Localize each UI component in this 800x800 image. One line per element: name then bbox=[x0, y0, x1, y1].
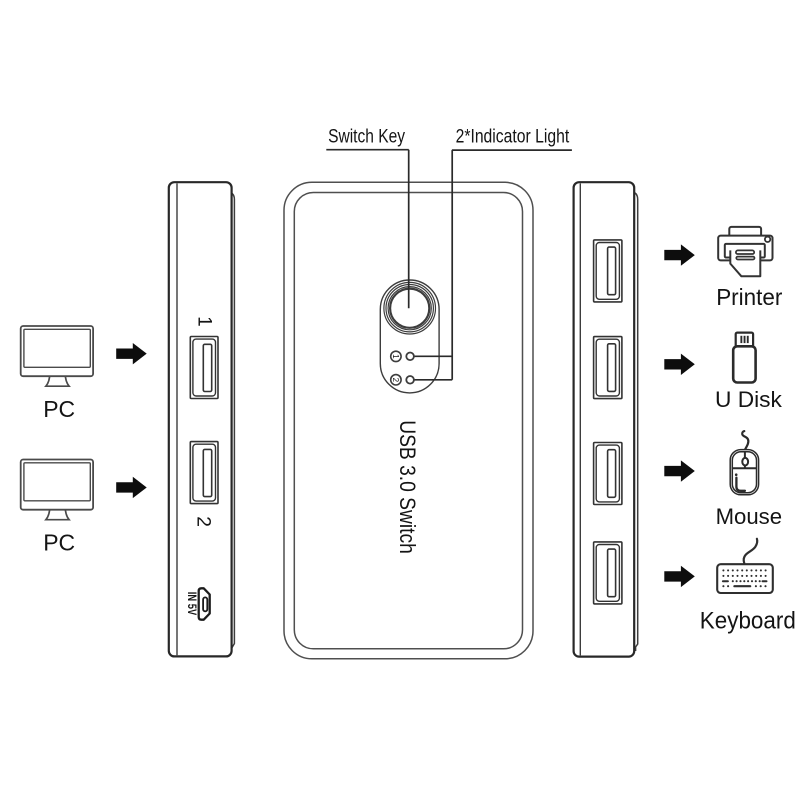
svg-text:2*Indicator Light: 2*Indicator Light bbox=[456, 127, 570, 148]
svg-text:Switch Key: Switch Key bbox=[328, 127, 405, 148]
svg-text:1: 1 bbox=[391, 354, 400, 359]
svg-text:PC: PC bbox=[43, 530, 75, 556]
svg-text:1: 1 bbox=[194, 316, 215, 327]
svg-text:Keyboard: Keyboard bbox=[700, 609, 796, 635]
svg-text:Printer: Printer bbox=[716, 284, 783, 310]
svg-text:2: 2 bbox=[391, 378, 400, 383]
svg-text:PC: PC bbox=[43, 396, 75, 422]
svg-text:Mouse: Mouse bbox=[716, 504, 783, 529]
svg-text:2: 2 bbox=[193, 516, 214, 527]
svg-text:IN 5V: IN 5V bbox=[185, 592, 199, 615]
svg-text:U Disk: U Disk bbox=[715, 387, 783, 412]
svg-text:USB 3.0 Switch: USB 3.0 Switch bbox=[395, 420, 420, 554]
